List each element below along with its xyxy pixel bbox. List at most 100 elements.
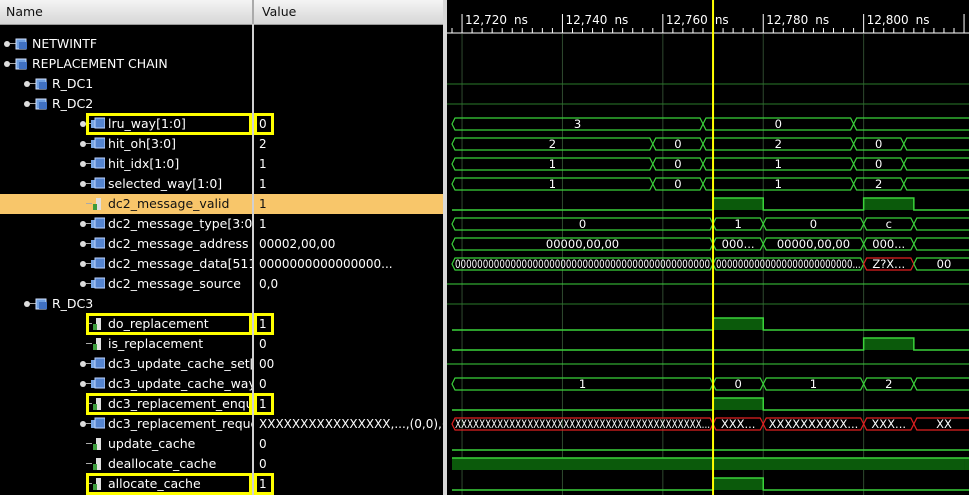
bit-waveform[interactable] xyxy=(452,317,969,331)
signal-row-dc3-replacement-enqueue[interactable]: dc3_replacement_enqueue xyxy=(0,394,252,414)
expand-toggle-icon[interactable] xyxy=(80,181,86,187)
bus-segment[interactable] xyxy=(913,257,969,271)
bus-segment[interactable] xyxy=(903,157,969,171)
bus-signal-icon xyxy=(91,117,106,131)
bus-signal-icon xyxy=(91,137,106,151)
bus-value-label: XXXXXXXXXX... xyxy=(769,417,859,431)
tree-connector xyxy=(10,43,16,44)
signal-row-r-dc3[interactable]: R_DC3 xyxy=(0,294,252,314)
expand-toggle-icon[interactable] xyxy=(80,161,86,167)
signal-row-dc2-message-valid[interactable]: dc2_message_valid xyxy=(0,194,252,214)
expand-toggle-icon[interactable] xyxy=(80,381,86,387)
expand-toggle-icon[interactable] xyxy=(80,261,86,267)
signal-value: XXXXXXXXXXXXXXXX,...,(0,0),(00 xyxy=(259,417,443,431)
signal-name: R_DC1 xyxy=(52,76,94,91)
bit-waveform[interactable] xyxy=(452,397,969,411)
signal-name: dc3_update_cache_way[1:0] xyxy=(108,376,252,391)
expand-toggle-icon[interactable] xyxy=(80,361,86,367)
bit-signal-icon xyxy=(91,337,105,351)
bus-value-label: c xyxy=(886,217,892,231)
signal-row-dc2-message-source[interactable]: dc2_message_source xyxy=(0,274,252,294)
signal-value: 00002,00,00 xyxy=(259,237,336,251)
bit-waveform[interactable] xyxy=(452,337,969,351)
bus-segment[interactable] xyxy=(913,377,969,391)
tree-connector xyxy=(86,343,92,344)
expand-toggle-icon[interactable] xyxy=(4,61,10,67)
high-level-fill xyxy=(713,318,764,330)
signal-row-r-dc2[interactable]: R_DC2 xyxy=(0,94,252,114)
expand-toggle-icon[interactable] xyxy=(80,221,86,227)
bus-segment[interactable] xyxy=(903,137,969,151)
bus-value-label: 0 xyxy=(674,137,681,151)
tree-connector xyxy=(86,183,92,184)
bus-segment[interactable] xyxy=(913,217,969,231)
signal-name: lru_way[1:0] xyxy=(108,116,186,131)
bus-value-label: XX xyxy=(936,417,952,431)
bus-value-label: 0 xyxy=(674,177,681,191)
signal-row-allocate-cache[interactable]: allocate_cache xyxy=(0,474,252,494)
signal-row-do-replacement[interactable]: do_replacement xyxy=(0,314,252,334)
bus-value-label: Z?X... xyxy=(872,257,905,271)
bus-value-label: 0 xyxy=(734,377,741,391)
bus-value-label: XXX... xyxy=(721,417,756,431)
signal-row-dc3-update-cache-set-5-0[interactable]: dc3_update_cache_set[5:0] xyxy=(0,354,252,374)
bus-segment[interactable] xyxy=(903,177,969,191)
bit-waveform[interactable] xyxy=(452,477,969,491)
signal-value: 1 xyxy=(254,194,443,214)
expand-toggle-icon[interactable] xyxy=(24,101,30,107)
bus-signal-icon xyxy=(91,417,106,431)
expand-toggle-icon[interactable] xyxy=(24,81,30,87)
high-level-fill xyxy=(452,458,965,470)
bus-segment[interactable] xyxy=(913,417,969,431)
signal-row-lru-way-1-0[interactable]: lru_way[1:0] xyxy=(0,114,252,134)
signal-row-dc3-replacement-request[interactable]: dc3_replacement_request xyxy=(0,414,252,434)
tree-connector xyxy=(30,103,36,104)
expand-toggle-icon[interactable] xyxy=(80,241,86,247)
bus-segment[interactable] xyxy=(913,237,969,251)
signal-value xyxy=(254,94,443,114)
bus-value-label: 0000000000000000000000000... xyxy=(716,257,861,271)
signal-row-update-cache[interactable]: update_cache xyxy=(0,434,252,454)
signal-row-r-dc1[interactable]: R_DC1 xyxy=(0,74,252,94)
expand-toggle-icon[interactable] xyxy=(80,421,86,427)
bit-signal-icon xyxy=(91,317,105,331)
bus-value-label: XXXXXXXXXXXXXXXXXXXXXXXXXXXXXXXXXXXXXXXX… xyxy=(455,417,710,431)
value-column-header[interactable]: Value xyxy=(262,4,297,19)
bus-signal-icon xyxy=(91,177,106,191)
signal-row-selected-way-1-0[interactable]: selected_way[1:0] xyxy=(0,174,252,194)
bus-signal-icon xyxy=(91,257,106,271)
name-value-divider[interactable] xyxy=(252,24,254,495)
signal-group-icon xyxy=(35,77,49,91)
bus-value-label: 1 xyxy=(734,217,741,231)
signal-row-netwintf[interactable]: NETWINTF xyxy=(0,34,252,54)
signal-row-hit-oh-3-0[interactable]: hit_oh[3:0] xyxy=(0,134,252,154)
header-divider[interactable] xyxy=(252,0,254,24)
tree-connector xyxy=(86,363,92,364)
expand-toggle-icon[interactable] xyxy=(24,301,30,307)
bus-segment[interactable] xyxy=(852,117,969,131)
name-column-header[interactable]: Name xyxy=(6,4,43,19)
signal-row-dc2-message-address[interactable]: dc2_message_address xyxy=(0,234,252,254)
signal-row-dc3-update-cache-way-1-0[interactable]: dc3_update_cache_way[1:0] xyxy=(0,374,252,394)
signal-row-replacement-chain[interactable]: REPLACEMENT CHAIN xyxy=(0,54,252,74)
expand-toggle-icon[interactable] xyxy=(4,41,10,47)
signal-row-deallocate-cache[interactable]: deallocate_cache xyxy=(0,454,252,474)
bus-value-label: 0 xyxy=(875,157,882,171)
signal-row-dc2-message-data-511-0[interactable]: dc2_message_data[511:0] xyxy=(0,254,252,274)
time-ruler[interactable] xyxy=(447,0,969,34)
bus-signal-icon xyxy=(91,277,106,291)
expand-toggle-icon[interactable] xyxy=(80,141,86,147)
signal-row-dc2-message-type-3-0[interactable]: dc2_message_type[3:0] xyxy=(0,214,252,234)
signal-row-hit-idx-1-0[interactable]: hit_idx[1:0] xyxy=(0,154,252,174)
signal-row-is-replacement[interactable]: is_replacement xyxy=(0,334,252,354)
high-level-fill xyxy=(964,458,969,470)
time-label: 12,800 xyxy=(867,13,909,27)
tree-connector xyxy=(86,203,92,204)
expand-toggle-icon[interactable] xyxy=(80,121,86,127)
signal-value: 0 xyxy=(259,437,267,451)
signal-value: 0,0 xyxy=(259,277,279,291)
waveform-divider[interactable] xyxy=(443,0,447,495)
expand-toggle-icon[interactable] xyxy=(80,281,86,287)
